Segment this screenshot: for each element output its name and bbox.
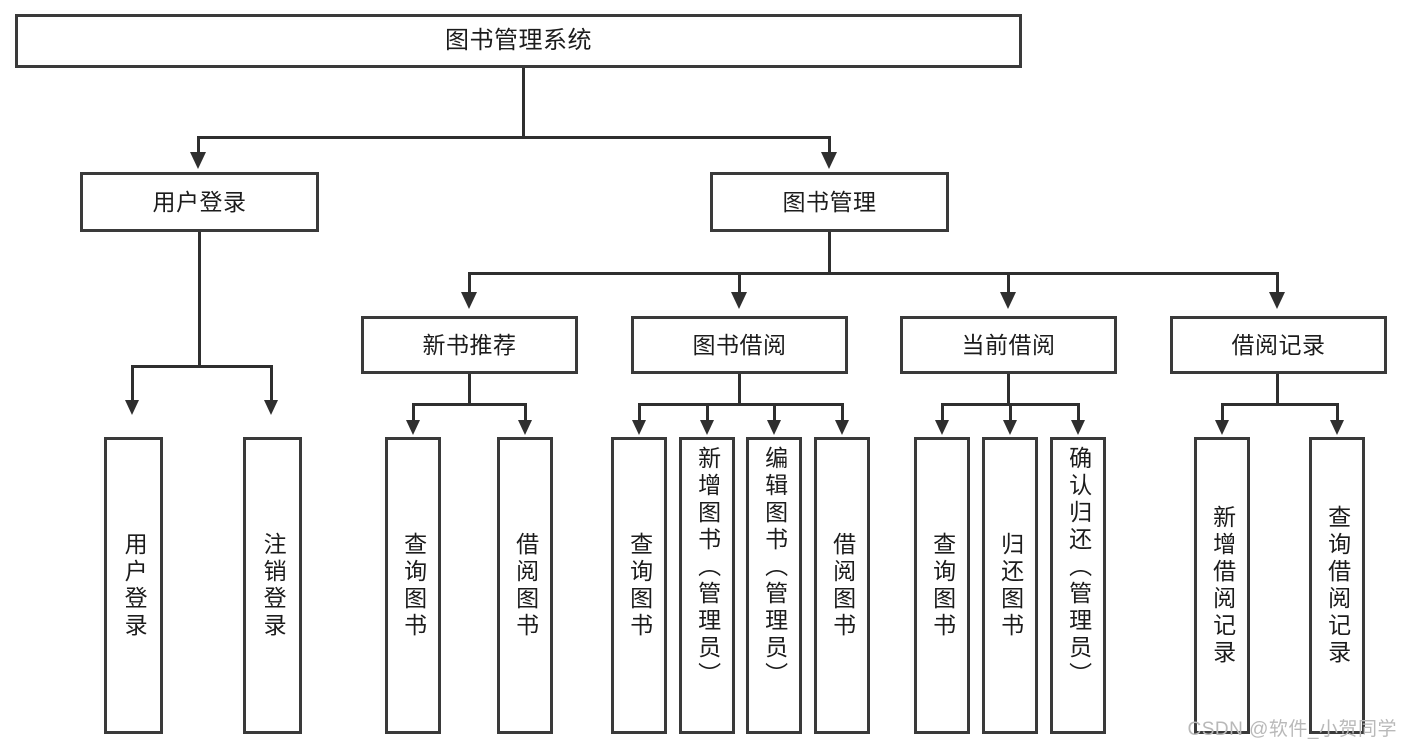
connector-record-stem [1276, 374, 1279, 403]
leaf-record-add-record[interactable]: 新增借阅记录 [1194, 437, 1250, 734]
arrowhead-borrow-leaf3 [767, 420, 781, 435]
node-book-management[interactable]: 图书管理 [710, 172, 949, 232]
connector-borrow-bus [638, 403, 843, 406]
arrowhead-current-leaf2 [1003, 420, 1017, 435]
arrowhead-current-leaf1 [935, 420, 949, 435]
connector-current-stem [1007, 374, 1010, 403]
leaf-label: 查询图书 [400, 531, 427, 640]
connector-login-to-leaf2 [270, 365, 273, 402]
connector-bookmgmt-to-l2a [468, 272, 471, 294]
leaf-label: 编辑图书（管理员） [761, 446, 788, 689]
leaf-recommend-query-book[interactable]: 查询图书 [385, 437, 441, 734]
connector-bookmgmt-bus [468, 272, 1279, 275]
leaf-label: 查询图书 [929, 531, 956, 640]
arrowhead-borrow-leaf4 [835, 420, 849, 435]
leaf-user-login[interactable]: 用户登录 [104, 437, 163, 734]
connector-record-bus [1221, 403, 1336, 406]
leaf-borrow-add-book-admin[interactable]: 新增图书（管理员） [679, 437, 735, 734]
connector-root-to-bookmgmt [828, 136, 831, 154]
node-label: 当前借阅 [961, 331, 1056, 358]
connector-borrow-to-leaf4 [841, 403, 844, 422]
leaf-borrow-borrow-book[interactable]: 借阅图书 [814, 437, 870, 734]
connector-root-to-login [197, 136, 200, 154]
node-book-borrow[interactable]: 图书借阅 [631, 316, 848, 374]
arrowhead-recommend-leaf2 [518, 420, 532, 435]
connector-record-to-leaf1 [1221, 403, 1224, 422]
arrowhead-login-leaf2 [264, 400, 278, 415]
leaf-label: 查询图书 [626, 531, 653, 640]
leaf-label: 新增图书（管理员） [694, 446, 721, 689]
leaf-label: 用户登录 [121, 531, 148, 640]
connector-bookmgmt-to-l2b [738, 272, 741, 294]
leaf-logout[interactable]: 注销登录 [243, 437, 302, 734]
arrowhead-current-leaf3 [1071, 420, 1085, 435]
node-label: 新书推荐 [422, 331, 517, 358]
connector-bookmgmt-stem [828, 232, 831, 272]
connector-login-stem [198, 232, 201, 365]
connector-current-to-leaf1 [941, 403, 944, 422]
arrowhead-borrow-record [1269, 292, 1285, 309]
arrowhead-login-leaf1 [125, 400, 139, 415]
node-borrow-record[interactable]: 借阅记录 [1170, 316, 1387, 374]
node-label: 图书借阅 [692, 331, 787, 358]
connector-recommend-to-leaf2 [524, 403, 527, 422]
node-label: 图书管理 [782, 188, 877, 215]
connector-current-to-leaf2 [1009, 403, 1012, 422]
connector-current-to-leaf3 [1077, 403, 1080, 422]
arrowhead-book-borrow [731, 292, 747, 309]
arrowhead-record-leaf2 [1330, 420, 1344, 435]
arrowhead-new-book-recommend [461, 292, 477, 309]
leaf-current-confirm-return-admin[interactable]: 确认归还（管理员） [1050, 437, 1106, 734]
node-user-login[interactable]: 用户登录 [80, 172, 319, 232]
node-new-book-recommend[interactable]: 新书推荐 [361, 316, 578, 374]
leaf-label: 新增借阅记录 [1209, 504, 1236, 667]
arrowhead-to-book-management [821, 152, 837, 169]
node-label: 借阅记录 [1231, 331, 1326, 358]
connector-borrow-to-leaf3 [773, 403, 776, 422]
connector-login-bus [131, 365, 270, 368]
csdn-watermark: CSDN @软件_小贺同学 [1187, 719, 1397, 740]
connector-record-to-leaf2 [1336, 403, 1339, 422]
leaf-label: 借阅图书 [829, 531, 856, 640]
arrowhead-current-borrow [1000, 292, 1016, 309]
leaf-recommend-borrow-book[interactable]: 借阅图书 [497, 437, 553, 734]
node-root-system[interactable]: 图书管理系统 [15, 14, 1022, 68]
arrowhead-recommend-leaf1 [406, 420, 420, 435]
connector-bookmgmt-to-l2d [1276, 272, 1279, 294]
arrowhead-borrow-leaf1 [632, 420, 646, 435]
leaf-current-return-book[interactable]: 归还图书 [982, 437, 1038, 734]
node-label: 图书管理系统 [445, 27, 592, 55]
arrowhead-record-leaf1 [1215, 420, 1229, 435]
leaf-label: 确认归还（管理员） [1065, 446, 1092, 689]
connector-borrow-stem [738, 374, 741, 403]
leaf-borrow-query-book[interactable]: 查询图书 [611, 437, 667, 734]
connector-root-stem [522, 68, 525, 136]
node-label: 用户登录 [152, 188, 247, 215]
leaf-borrow-edit-book-admin[interactable]: 编辑图书（管理员） [746, 437, 802, 734]
leaf-record-query-record[interactable]: 查询借阅记录 [1309, 437, 1365, 734]
leaf-label: 归还图书 [997, 531, 1024, 640]
connector-login-to-leaf1 [131, 365, 134, 402]
leaf-label: 借阅图书 [512, 531, 539, 640]
connector-recommend-stem [468, 374, 471, 403]
arrowhead-to-user-login [190, 152, 206, 169]
connector-borrow-to-leaf1 [638, 403, 641, 422]
connector-recommend-to-leaf1 [412, 403, 415, 422]
connector-root-bus [197, 136, 831, 139]
connector-bookmgmt-to-l2c [1007, 272, 1010, 294]
connector-recommend-bus [412, 403, 527, 406]
connector-borrow-to-leaf2 [706, 403, 709, 422]
leaf-label: 查询借阅记录 [1324, 504, 1351, 667]
node-current-borrow[interactable]: 当前借阅 [900, 316, 1117, 374]
leaf-current-query-book[interactable]: 查询图书 [914, 437, 970, 734]
leaf-label: 注销登录 [260, 531, 287, 640]
arrowhead-borrow-leaf2 [700, 420, 714, 435]
